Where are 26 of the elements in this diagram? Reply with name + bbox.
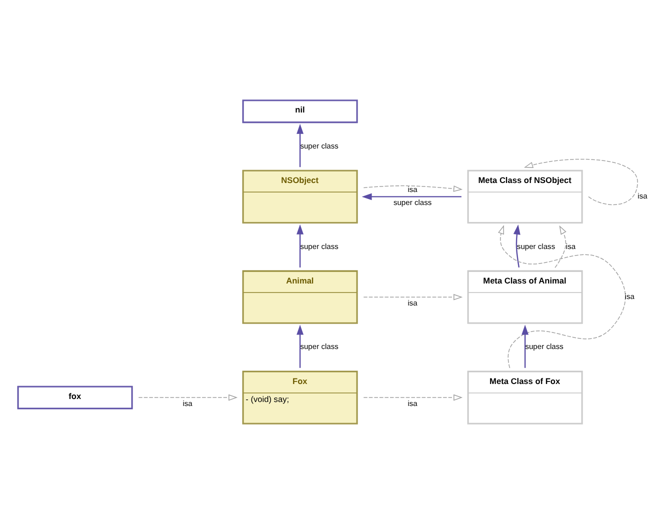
- edge-label: super class: [300, 242, 338, 251]
- edge-label: super class: [300, 342, 338, 352]
- arrow: [522, 324, 529, 368]
- arrow: [363, 185, 463, 192]
- edge-label: super class: [300, 141, 338, 150]
- arrow: [554, 225, 566, 268]
- edge-label: isa: [182, 398, 192, 408]
- arrow: [362, 193, 462, 200]
- arrow: [296, 324, 304, 368]
- edge-label: isa: [408, 185, 418, 194]
- edge-label: super class: [516, 242, 556, 251]
- arrow: [513, 224, 520, 268]
- arrow: [138, 394, 238, 401]
- arrow: [296, 224, 304, 268]
- arrow: [498, 225, 626, 368]
- edge-label: isa: [408, 298, 418, 308]
- edge-label: isa: [638, 192, 648, 201]
- arrow: [524, 158, 638, 206]
- edge-label: super class: [525, 342, 564, 352]
- edge-label: super class: [393, 198, 432, 207]
- edge-label: isa: [408, 398, 418, 408]
- arrow: [363, 294, 463, 300]
- edge-label: isa: [566, 242, 576, 251]
- arrow: [296, 124, 304, 168]
- arrow: [363, 394, 463, 401]
- edge-label: isa: [624, 292, 634, 301]
